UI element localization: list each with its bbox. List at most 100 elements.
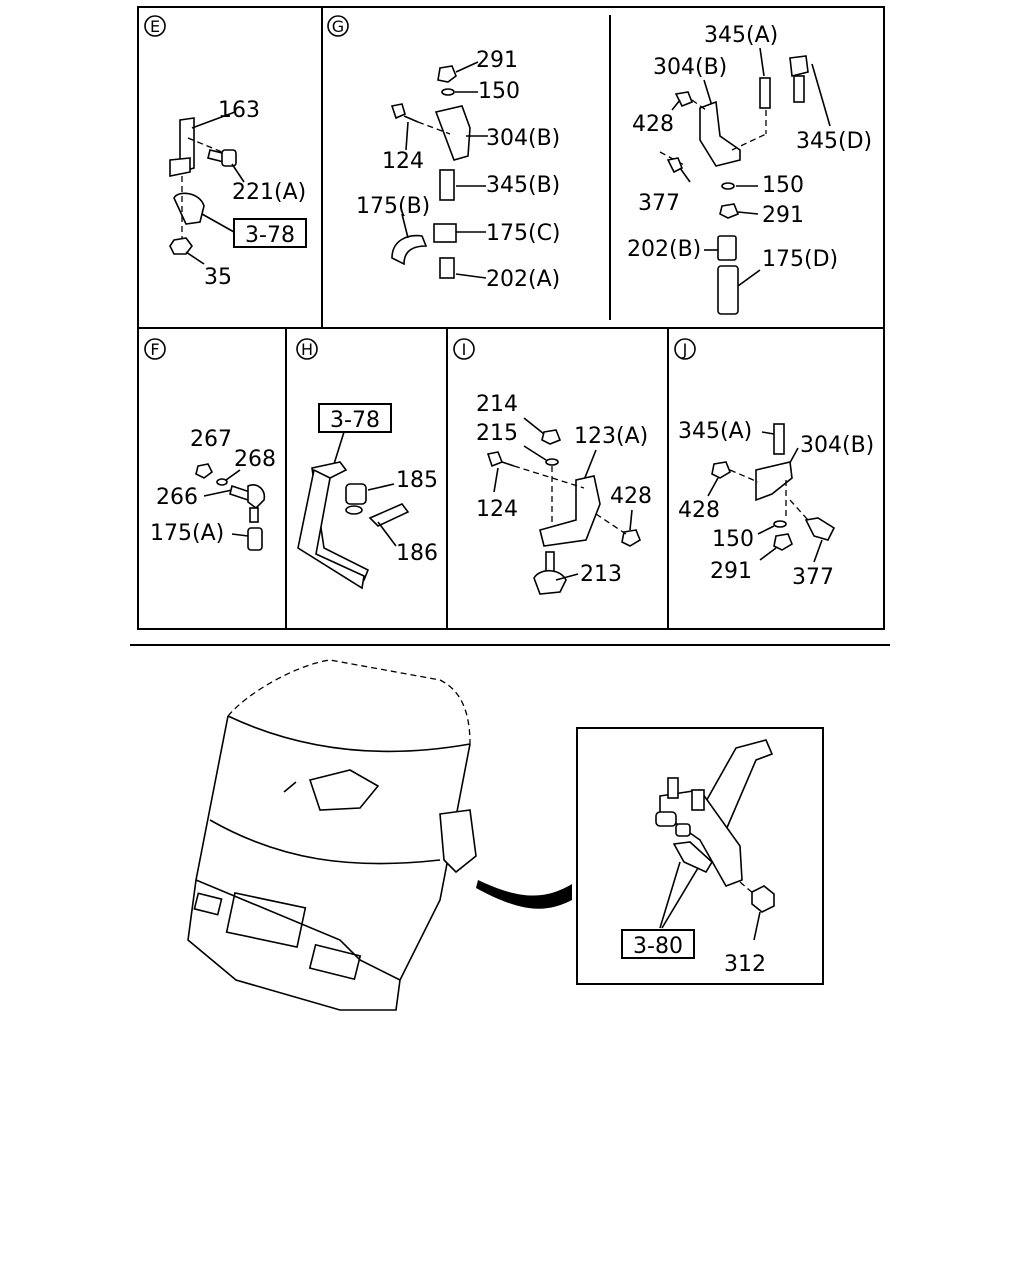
- elbow-175b: [391, 234, 428, 266]
- cab-roof-outline: [227, 659, 471, 745]
- label-150-g: 150: [478, 79, 520, 104]
- bracket-304b-j: [755, 461, 793, 502]
- nut-428-g2: [674, 91, 694, 108]
- label-35: 35: [204, 265, 232, 290]
- ref-3-78-e: 3-78: [245, 223, 295, 248]
- panel-i: I 214 215 123(A) 124 428 213: [453, 338, 652, 595]
- bracket-186: [368, 503, 410, 527]
- label-175a: 175(A): [150, 521, 224, 546]
- washer-150-g2: [721, 182, 735, 190]
- panel-h: H 3-78 185 186: [296, 338, 438, 590]
- ref-3-80: 3-80: [633, 934, 683, 959]
- label-291-g2: 291: [762, 203, 804, 228]
- section-e-letter: E: [150, 17, 160, 36]
- nut-291-j: [773, 533, 793, 551]
- label-377-g2: 377: [638, 191, 680, 216]
- detail-arrow: [476, 880, 572, 909]
- label-266: 266: [156, 485, 198, 510]
- ref-3-78-h: 3-78: [330, 408, 380, 433]
- bolt-377-j: [804, 517, 836, 541]
- panel-g-right: 345(A) 304(B) 428 345(D) 377 150 291 202…: [627, 23, 872, 315]
- label-428-g2: 428: [632, 112, 674, 137]
- label-215: 215: [476, 421, 518, 446]
- label-267: 267: [190, 427, 232, 452]
- section-h-letter: H: [301, 340, 313, 359]
- clamp-part: [173, 192, 205, 225]
- washer-150-j: [773, 520, 787, 528]
- label-268: 268: [234, 447, 276, 472]
- washer-268: [216, 478, 228, 486]
- detail-bolt: [672, 841, 714, 874]
- section-f-letter: F: [150, 340, 159, 359]
- section-j-letter: J: [682, 340, 688, 359]
- top-grid-frame: [130, 6, 890, 646]
- stud-345b-g: [439, 169, 455, 201]
- nut-428-i: [621, 529, 641, 547]
- panel-j: J 345(A) 304(B) 428 150 291 377: [674, 338, 874, 590]
- bolt-266: [229, 484, 251, 502]
- label-186: 186: [396, 541, 438, 566]
- ref-box-3-80: [621, 929, 695, 959]
- label-214: 214: [476, 392, 518, 417]
- label-291-j: 291: [710, 559, 752, 584]
- label-163: 163: [218, 98, 260, 123]
- label-345b-g: 345(B): [486, 173, 560, 198]
- panel-e: E 163 221(A) 3-78 35: [144, 15, 307, 290]
- cab-harness-area: [308, 769, 380, 811]
- label-304b-g: 304(B): [486, 126, 560, 151]
- label-150-g2: 150: [762, 173, 804, 198]
- cab-body-outline: [187, 715, 471, 1011]
- cab-overview: [187, 659, 572, 1011]
- panel-g: G 291 150 304(B) 124 345(B) 175(B) 175(C…: [327, 15, 561, 292]
- cab-bracket-area: [439, 809, 477, 874]
- detail-frame: [576, 727, 824, 985]
- nut-291-g2: [719, 203, 740, 219]
- nut-312: [751, 885, 775, 913]
- nut-214: [541, 429, 562, 445]
- label-304b-j: 304(B): [800, 433, 874, 458]
- label-124-g: 124: [382, 149, 424, 174]
- bushing-185: [345, 483, 367, 505]
- label-213: 213: [580, 562, 622, 587]
- label-345d: 345(D): [796, 129, 872, 154]
- section-e-marker: [144, 15, 166, 37]
- headlamp: [308, 943, 362, 981]
- washer-150-g: [441, 88, 455, 96]
- label-312: 312: [724, 952, 766, 977]
- washer-215: [545, 458, 559, 466]
- connector-175a: [247, 527, 263, 551]
- label-202a: 202(A): [486, 267, 560, 292]
- panel-f: F 267 268 266 175(A): [144, 338, 276, 551]
- nut-428-j: [711, 461, 731, 479]
- nut-35: [169, 237, 193, 255]
- detail-stud-1: [667, 777, 679, 799]
- label-202b: 202(B): [627, 237, 701, 262]
- label-304b-g2: 304(B): [653, 55, 727, 80]
- bracket-304b-g: [434, 105, 471, 161]
- bolt-124-g: [390, 103, 406, 120]
- section-g-letter: G: [332, 17, 344, 36]
- label-123a: 123(A): [574, 424, 648, 449]
- label-124-i: 124: [476, 497, 518, 522]
- section-j-marker: [674, 338, 696, 360]
- label-345a-g2: 345(A): [704, 23, 778, 48]
- bolt-124-i: [486, 451, 504, 468]
- label-291-g: 291: [476, 48, 518, 73]
- ref-box-3-78-e: [233, 218, 307, 248]
- label-428-i: 428: [610, 484, 652, 509]
- bracket-304b-g2: [699, 100, 741, 167]
- label-175c: 175(C): [486, 221, 561, 246]
- section-i-marker: [453, 338, 475, 360]
- tee-175c: [433, 223, 457, 243]
- section-h-marker: [296, 338, 318, 360]
- stud-345a-g2: [759, 77, 771, 109]
- section-i-letter: I: [462, 340, 467, 359]
- nut-291-g: [437, 65, 457, 83]
- stud-345a-j: [773, 423, 785, 455]
- nut-267: [195, 463, 214, 479]
- connector-175d: [717, 265, 739, 315]
- label-428-j: 428: [678, 498, 720, 523]
- section-f-marker: [144, 338, 166, 360]
- section-g-marker: [327, 15, 349, 37]
